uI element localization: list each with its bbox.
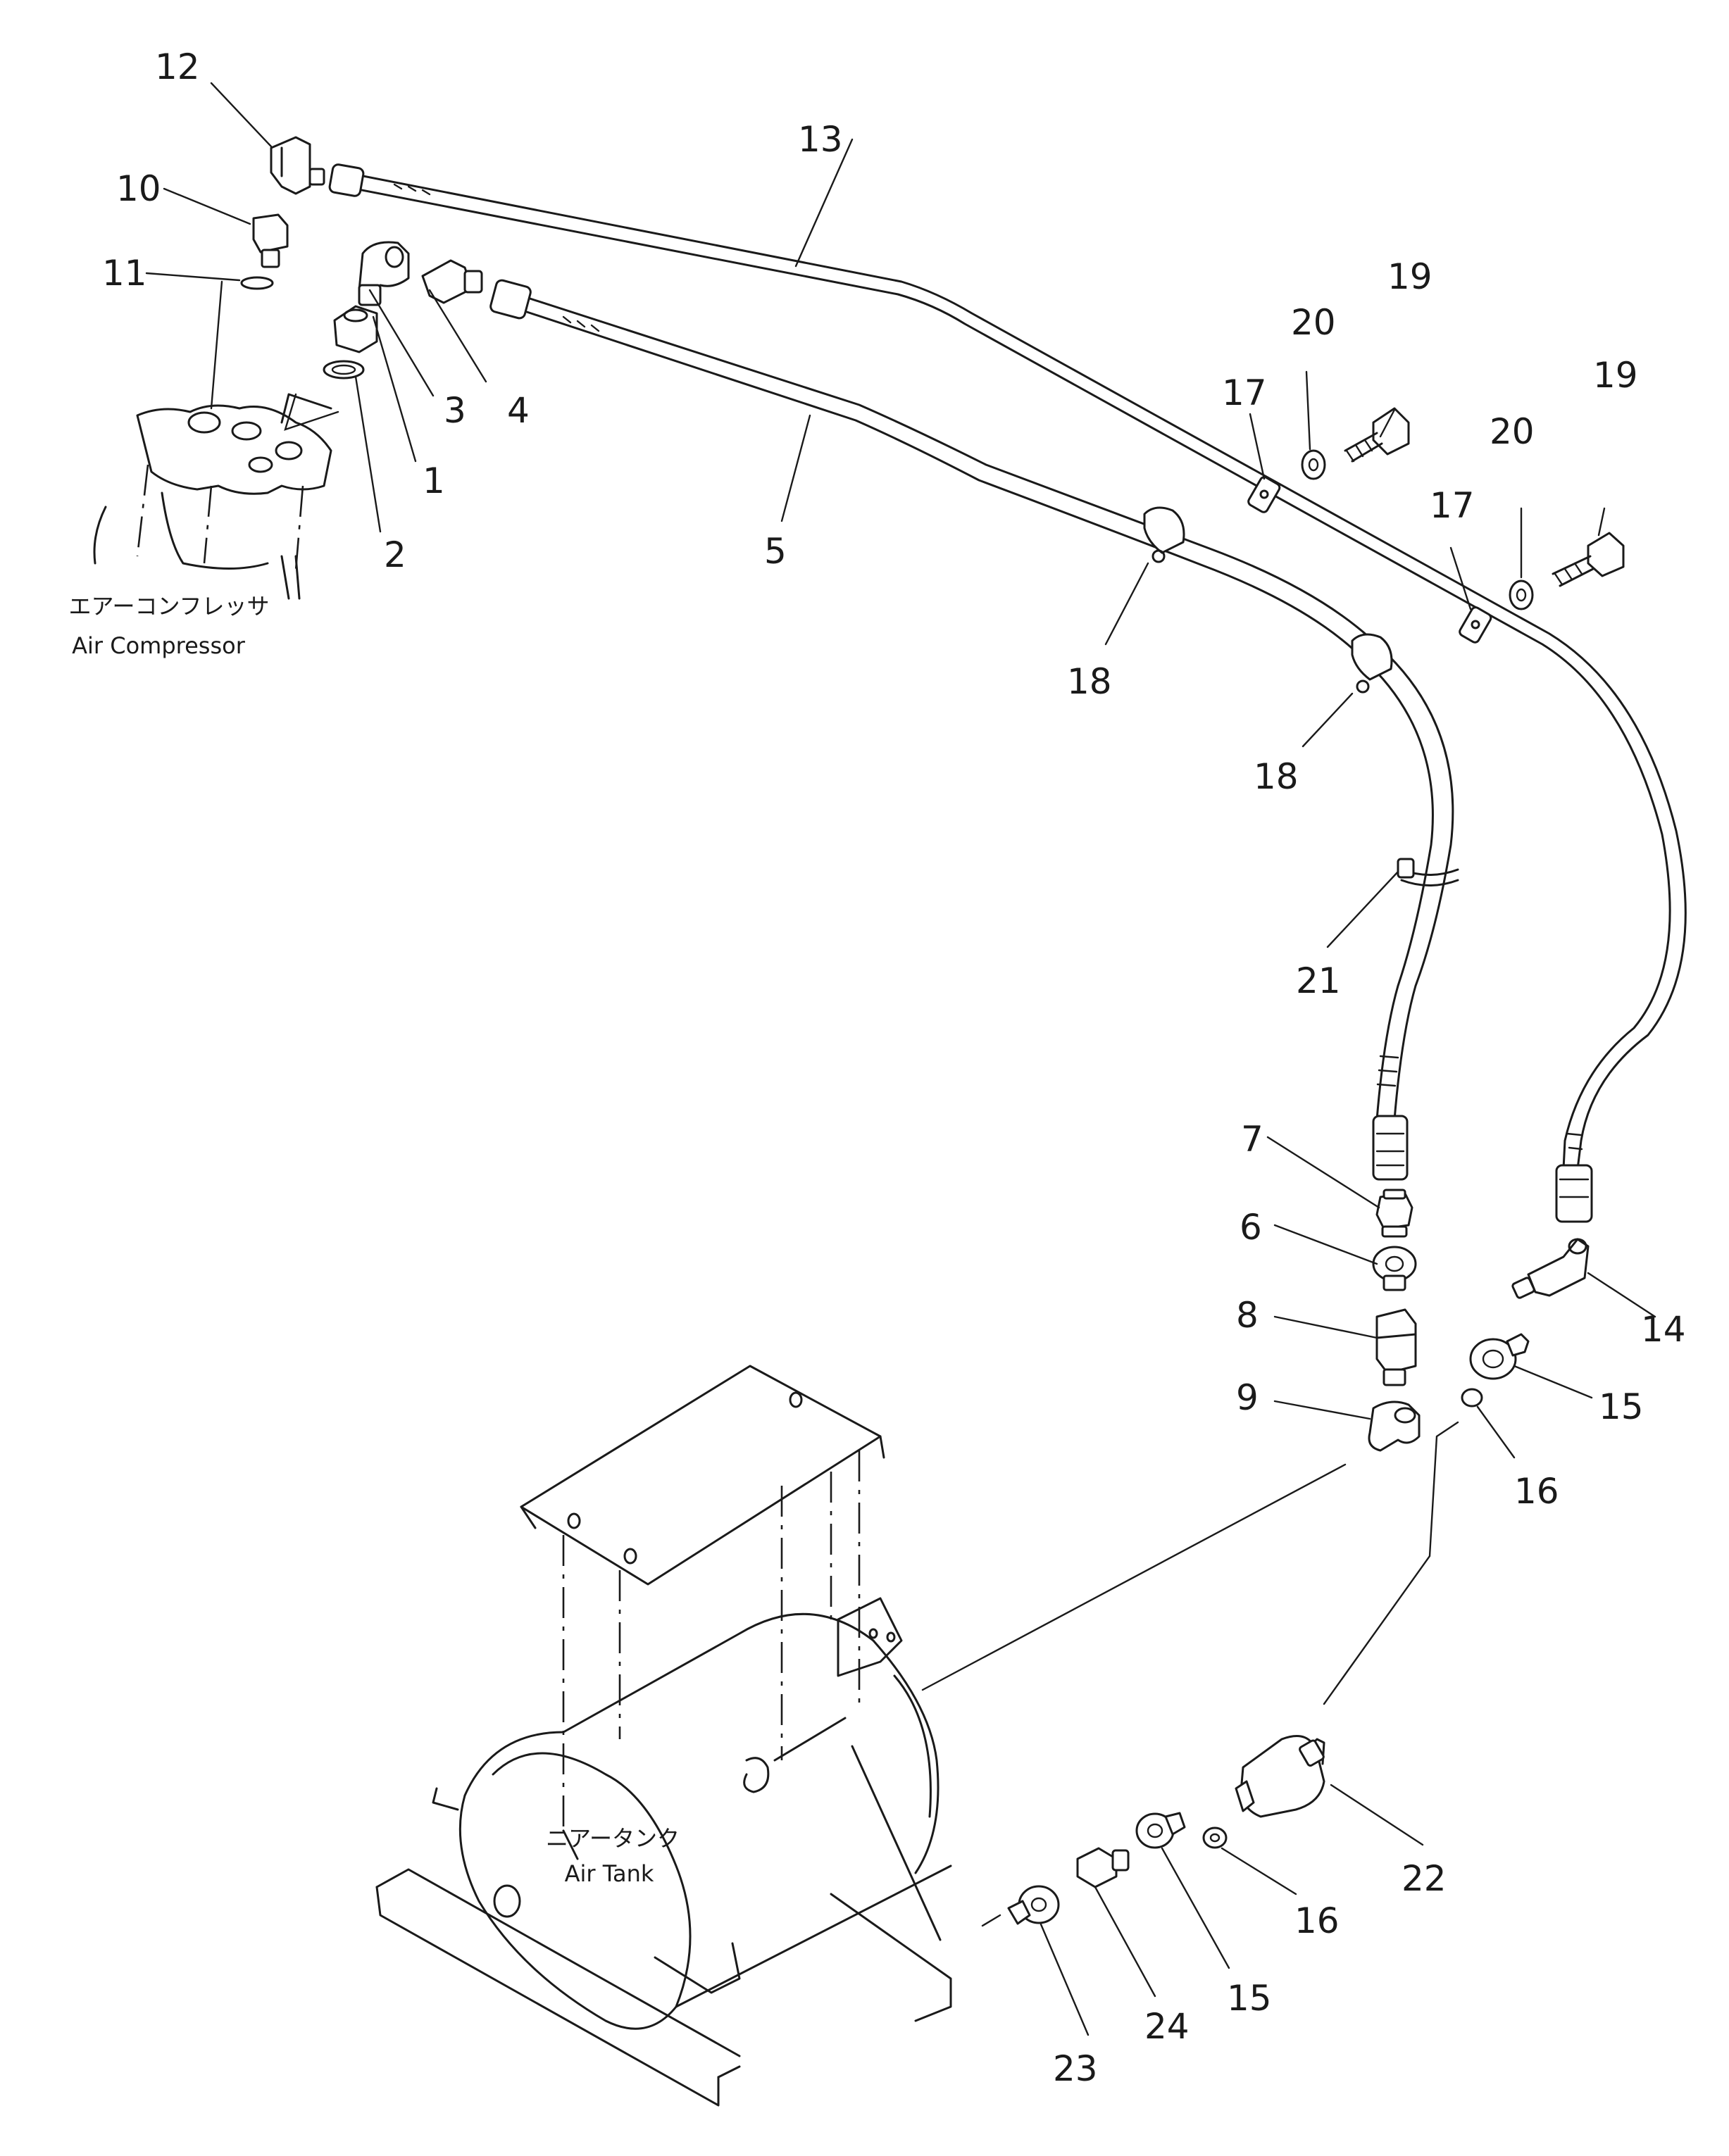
elbow-3 xyxy=(358,241,410,306)
callout-16a: 16 xyxy=(1514,1471,1559,1512)
elbow-9 xyxy=(1368,1400,1421,1452)
gasket-2 xyxy=(323,360,365,380)
callout-2: 2 xyxy=(384,534,406,575)
callout-16b: 16 xyxy=(1294,1900,1340,1941)
callout-12: 12 xyxy=(155,46,200,87)
adapter-6 xyxy=(1372,1246,1417,1291)
callout-9: 9 xyxy=(1236,1377,1259,1418)
nipple-23 xyxy=(1007,1885,1060,1925)
pressure-switch-22 xyxy=(1235,1735,1325,1818)
callout-19a: 19 xyxy=(1387,256,1432,297)
callout-19b: 19 xyxy=(1593,355,1638,396)
connector-10 xyxy=(252,213,289,268)
callout-23: 23 xyxy=(1053,2048,1098,2089)
callout-8: 8 xyxy=(1236,1295,1259,1336)
callout-1: 1 xyxy=(423,460,445,501)
clamp-18b xyxy=(1351,633,1393,694)
callout-11: 11 xyxy=(102,253,147,294)
callout-18b: 18 xyxy=(1254,756,1299,797)
callout-22: 22 xyxy=(1402,1858,1447,1899)
valve-8 xyxy=(1375,1308,1417,1386)
line-compressor-2 xyxy=(284,393,339,431)
callout-7: 7 xyxy=(1241,1119,1263,1160)
clamp-17b xyxy=(1459,606,1492,644)
nipple-24 xyxy=(1076,1847,1130,1888)
callout-14: 14 xyxy=(1641,1309,1686,1350)
elbow-12 xyxy=(270,136,325,195)
air-compressor-label-en: Air Compressor xyxy=(72,632,246,659)
switch-15b xyxy=(1135,1812,1186,1849)
nipple-4 xyxy=(421,259,483,304)
air-tank-label-en: Air Tank xyxy=(565,1860,654,1887)
washer-20b xyxy=(1509,579,1534,610)
clamp-17a xyxy=(1247,476,1281,513)
air-tank-drawing xyxy=(375,1365,952,2107)
callout-5: 5 xyxy=(764,531,787,572)
nut-1 xyxy=(333,305,378,353)
callout-4: 4 xyxy=(507,390,530,431)
nipple-7 xyxy=(1375,1189,1413,1238)
bolt-19b xyxy=(1552,532,1625,587)
o-ring-11 xyxy=(240,276,274,290)
line-16-22 xyxy=(1323,1421,1459,1705)
hose-5-end-nut xyxy=(1372,1115,1409,1181)
callout-13: 13 xyxy=(798,119,843,160)
callout-18a: 18 xyxy=(1067,661,1112,702)
air-compressor-label-jp: エアーコンフレッサ xyxy=(68,593,269,620)
callout-6: 6 xyxy=(1240,1207,1262,1248)
line-9-tank xyxy=(921,1463,1347,1691)
callout-3: 3 xyxy=(444,390,466,431)
gasket-16b xyxy=(1202,1826,1228,1849)
clamp-18a xyxy=(1143,506,1185,563)
air-compressor-drawing xyxy=(93,393,332,600)
gasket-16a xyxy=(1461,1388,1483,1408)
band-21 xyxy=(1397,858,1459,886)
air-tank-label-jp: ニアータンク xyxy=(546,1825,680,1852)
callout-20a: 20 xyxy=(1291,302,1336,343)
line-11-compressor xyxy=(210,280,223,410)
leader-lines xyxy=(145,82,1656,2036)
callout-numbers: 13 12 10 11 3 4 1 2 5 18 18 21 17 17 19 … xyxy=(102,46,1686,2089)
hose-13-end-nut xyxy=(1555,1164,1593,1223)
callout-20b: 20 xyxy=(1490,411,1535,452)
callout-17a: 17 xyxy=(1222,372,1267,413)
hose-13 xyxy=(328,163,1687,1223)
bolt-19a xyxy=(1344,407,1410,463)
washer-20a xyxy=(1301,449,1326,480)
callout-24: 24 xyxy=(1144,2006,1190,2047)
line-23-tank xyxy=(981,1914,1001,1927)
callout-21: 21 xyxy=(1296,960,1341,1001)
callout-17b: 17 xyxy=(1430,485,1475,526)
callout-15a: 15 xyxy=(1599,1386,1644,1427)
switch-15a xyxy=(1469,1333,1530,1380)
elbow-14 xyxy=(1511,1238,1590,1299)
callout-15b: 15 xyxy=(1227,1978,1272,2019)
callout-10: 10 xyxy=(116,168,161,209)
